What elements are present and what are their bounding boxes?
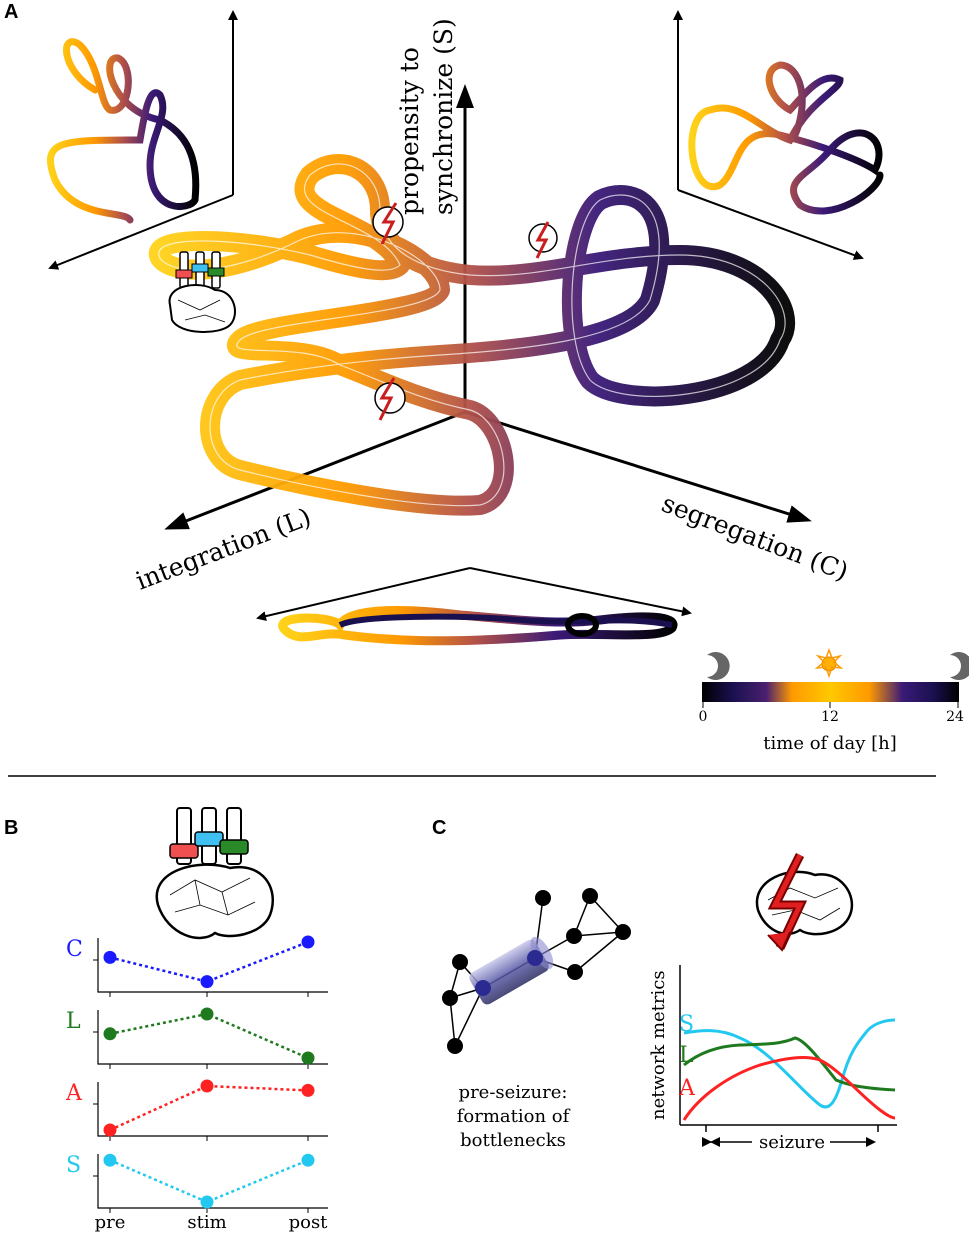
inset-top-left bbox=[47, 10, 238, 270]
panel-b-point-c-pre bbox=[103, 950, 117, 964]
panel-b-letter: B bbox=[4, 817, 18, 839]
main-axes bbox=[164, 84, 812, 530]
brain-seizure-icon bbox=[755, 852, 853, 952]
seizure-bolt-icon bbox=[372, 202, 558, 421]
colorbar-tick-12: 12 bbox=[821, 709, 839, 725]
panel-b-point-a-pre bbox=[103, 1123, 117, 1137]
panel-b-x-label-post: post bbox=[289, 1212, 329, 1233]
caption-line-3: bottlenecks bbox=[460, 1130, 566, 1151]
colorbar-tick-24: 24 bbox=[946, 709, 964, 725]
panel-b-point-s-stim bbox=[200, 1195, 214, 1209]
panel-b-point-s-pre bbox=[103, 1153, 117, 1167]
panel-b-line-s bbox=[109, 1159, 309, 1204]
sun-icon bbox=[814, 647, 844, 679]
network-metrics-chart: S L A network metrics seizure bbox=[648, 965, 897, 1153]
series-s-line bbox=[683, 1018, 896, 1109]
panel-b-row-label-s: S bbox=[66, 1153, 81, 1178]
panel-b-point-s-post bbox=[301, 1153, 315, 1167]
caption-line-2: formation of bbox=[457, 1106, 571, 1127]
panel-b-x-label-pre: pre bbox=[95, 1212, 126, 1233]
series-a-line bbox=[682, 1056, 896, 1121]
panel-b-x-label-stim: stim bbox=[187, 1212, 226, 1233]
inset-bottom bbox=[256, 567, 692, 646]
panel-b-axis-c bbox=[97, 938, 328, 993]
moon-icon bbox=[950, 652, 969, 680]
series-a-label: A bbox=[678, 1076, 696, 1101]
series-l-label: L bbox=[679, 1043, 694, 1068]
panel-b-point-l-post bbox=[301, 1051, 315, 1065]
panel-b-point-a-post bbox=[301, 1083, 315, 1097]
slider-icon bbox=[169, 807, 249, 865]
colorbar: 0 12 24 time of day [h] bbox=[699, 647, 969, 754]
panel-b-line-l bbox=[109, 1012, 309, 1060]
panel-b-point-a-stim bbox=[200, 1079, 214, 1093]
axis-label-s-line1: propensity to bbox=[395, 47, 424, 215]
panel-b-axis-l bbox=[97, 1010, 328, 1065]
colorbar-bar bbox=[702, 682, 959, 702]
caption-line-1: pre-seizure: bbox=[459, 1082, 568, 1103]
colorbar-tick-0: 0 bbox=[699, 709, 708, 725]
panel-b-point-l-pre bbox=[103, 1027, 117, 1041]
y-axis-label: network metrics bbox=[648, 970, 669, 1120]
panel-b-point-c-stim bbox=[200, 975, 214, 989]
series-s-label: S bbox=[679, 1012, 694, 1037]
panel-b-axis-a bbox=[97, 1082, 328, 1137]
moon-icon bbox=[707, 652, 730, 680]
colorbar-label: time of day [h] bbox=[763, 733, 896, 754]
main-trajectory bbox=[148, 154, 795, 516]
panel-b-row-label-a: A bbox=[65, 1081, 83, 1106]
panel-c-letter: C bbox=[432, 817, 446, 839]
panel-b-row-label-l: L bbox=[66, 1009, 81, 1034]
panel-b-point-c-post bbox=[301, 935, 315, 949]
x-axis-label: seizure bbox=[759, 1132, 825, 1153]
panel-b-point-l-stim bbox=[200, 1007, 214, 1021]
series-l-line bbox=[683, 1036, 896, 1092]
brain-icon bbox=[155, 863, 274, 940]
bottleneck-network bbox=[442, 888, 631, 1054]
brain-icon bbox=[168, 284, 236, 333]
panel-a-letter: A bbox=[4, 1, 18, 23]
axis-label-l: integration (L) bbox=[132, 502, 315, 595]
panel-b-line-a bbox=[109, 1084, 309, 1132]
panel-b-axis-s bbox=[97, 1154, 328, 1209]
axis-label-s-line2: synchronize (S) bbox=[429, 18, 458, 215]
panel-b-row-label-c: C bbox=[66, 937, 83, 962]
slider-icon bbox=[175, 251, 225, 289]
inset-top-right bbox=[673, 10, 884, 260]
